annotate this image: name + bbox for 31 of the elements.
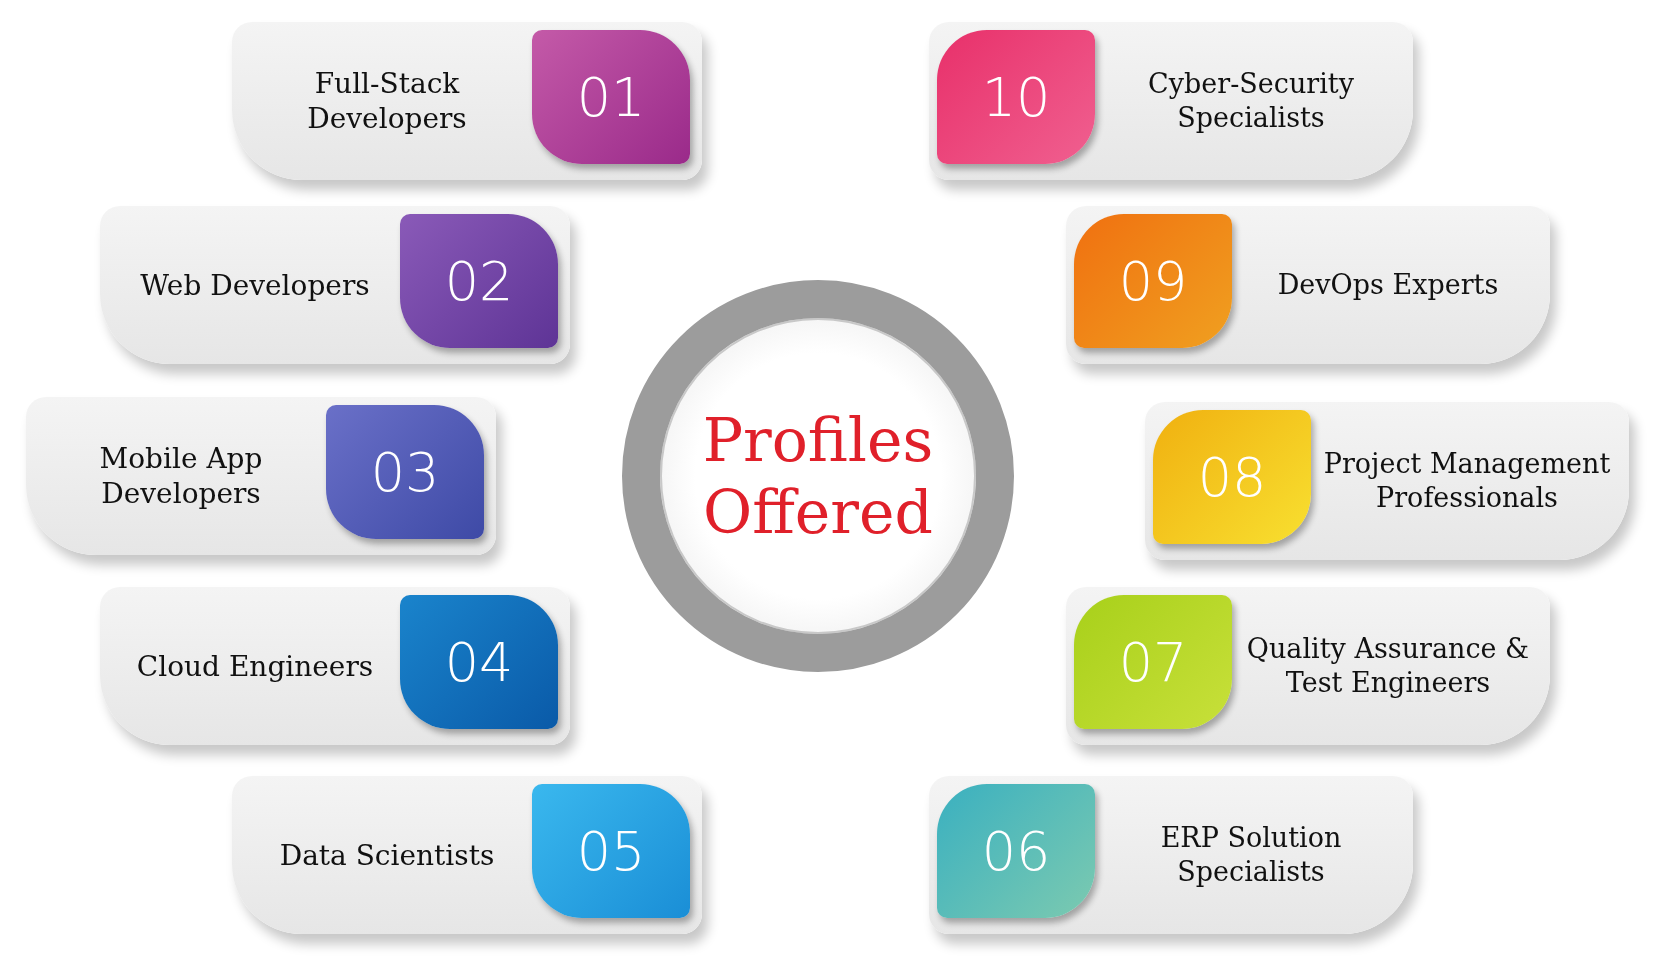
profile-title: Quality Assurance & Test Engineers: [1245, 632, 1531, 700]
profile-title: Mobile App Developers: [98, 441, 264, 512]
number-badge: 03: [326, 405, 484, 539]
profile-card: [929, 776, 1413, 934]
profile-card: [100, 206, 570, 364]
profile-card: [232, 22, 702, 180]
profile-card: [1066, 206, 1550, 364]
profile-card: [929, 22, 1413, 180]
profile-title: Project Management Professionals: [1322, 447, 1612, 515]
number-badge: 10: [937, 30, 1095, 164]
profile-card: [1145, 402, 1629, 560]
number-badge: 06: [937, 784, 1095, 918]
profile-title: DevOps Experts: [1276, 268, 1500, 303]
number-badge: 02: [400, 214, 558, 348]
number-badge: 08: [1153, 410, 1311, 544]
profile-card: [26, 397, 496, 555]
profile-title: Cyber-Security Specialists: [1147, 67, 1355, 135]
number-badge: 07: [1074, 595, 1232, 729]
number-badge: 04: [400, 595, 558, 729]
profile-title: Full-Stack Developers: [306, 66, 468, 137]
number-badge: 09: [1074, 214, 1232, 348]
profile-card: [100, 587, 570, 745]
profile-title: Web Developers: [139, 267, 371, 304]
center-title: Profiles Offered: [701, 404, 935, 548]
profile-title: Data Scientists: [278, 837, 496, 874]
profile-card: [232, 776, 702, 934]
profile-card: [1066, 587, 1550, 745]
number-badge: 01: [532, 30, 690, 164]
profile-title: ERP Solution Specialists: [1159, 821, 1343, 889]
number-badge: 05: [532, 784, 690, 918]
profile-title: Cloud Engineers: [135, 648, 375, 685]
